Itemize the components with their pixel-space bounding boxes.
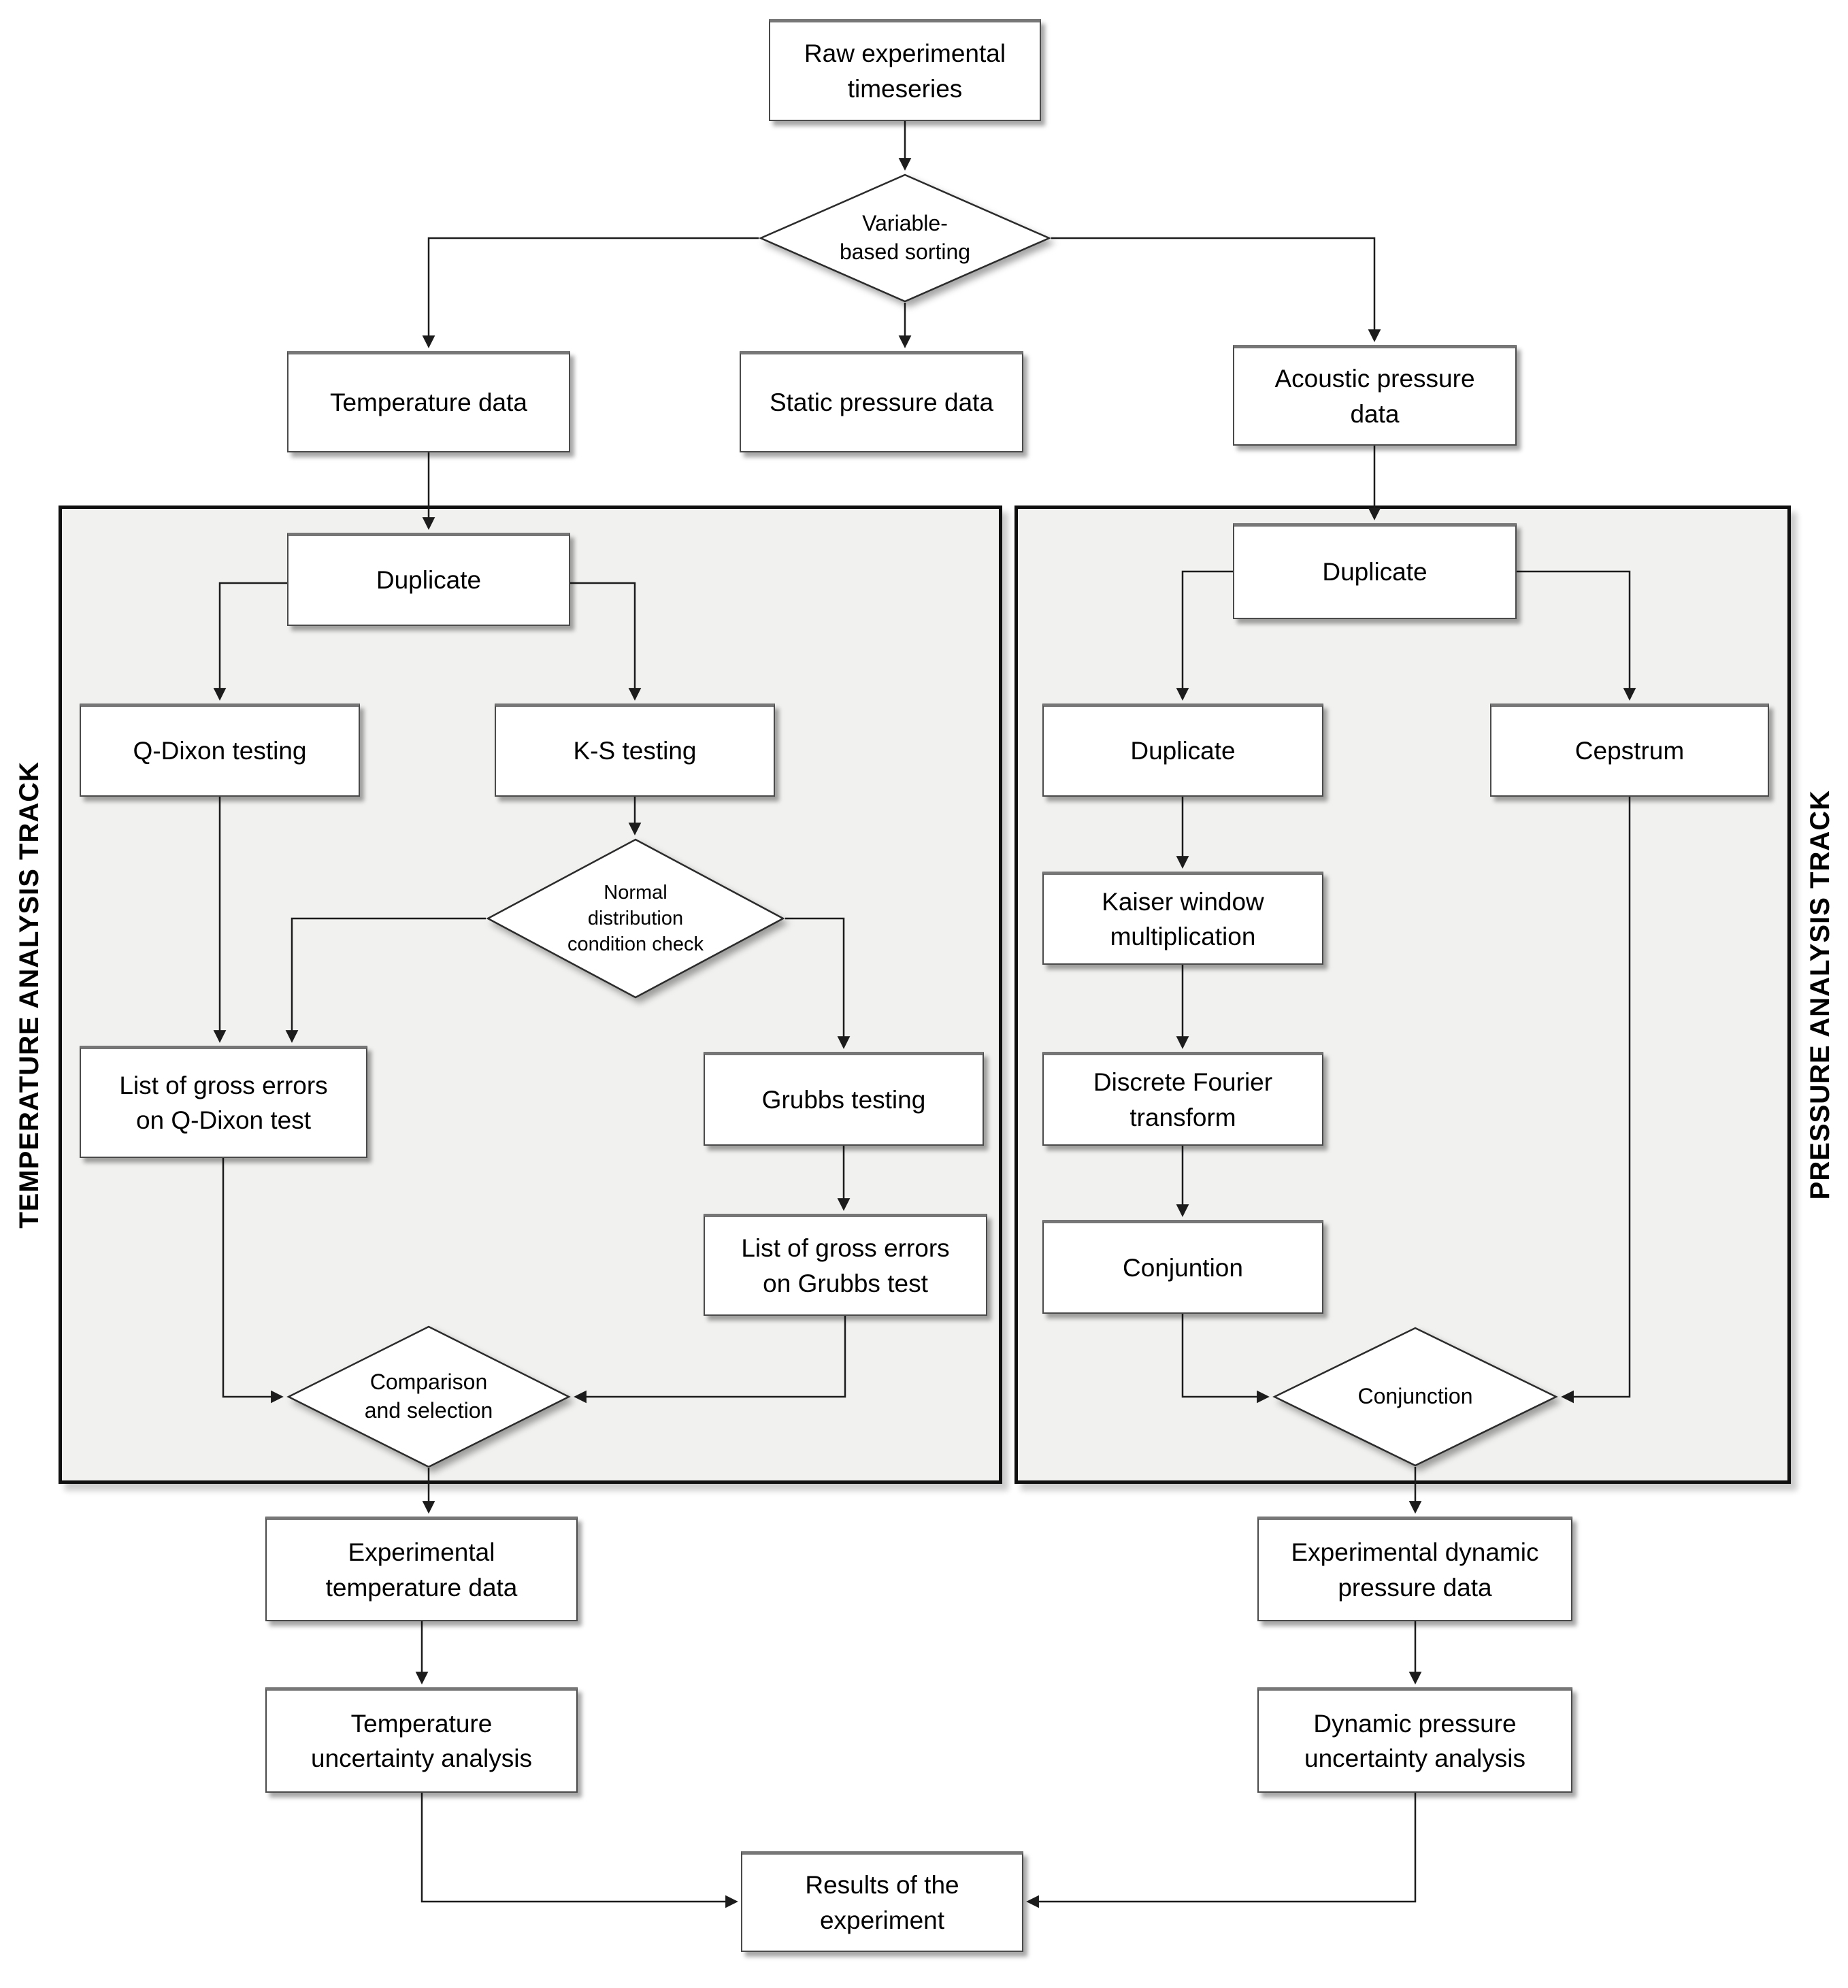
node-static-pressure-data: Static pressure data — [740, 351, 1023, 452]
node-gross-errors-grubbs-label: List of gross errors on Grubbs test — [741, 1234, 950, 1297]
edge-temp-uncertainty-to-results — [420, 1793, 738, 1908]
edge-gross-q-dixon-to-comparison — [222, 1158, 284, 1404]
edge-conjuntion-to-conjunction — [1181, 1314, 1270, 1404]
decision-conjunction: Conjunction — [1272, 1327, 1558, 1467]
node-dynamic-pressure-uncertainty-analysis: Dynamic pressure uncertainty analysis — [1257, 1687, 1572, 1793]
node-gross-errors-q-dixon: List of gross errors on Q-Dixon test — [80, 1046, 367, 1158]
node-temperature-uncertainty-analysis: Temperature uncertainty analysis — [265, 1687, 578, 1793]
decision-conjunction-shape — [1272, 1327, 1558, 1467]
node-acoustic-pressure-data: Acoustic pressure data — [1233, 345, 1517, 446]
decision-variable-based-sorting-label: Variable- based sorting — [839, 211, 971, 264]
edge-cepstrum-to-conjunction — [1561, 797, 1631, 1404]
pressure-track-label: PRESSURE ANALYSIS TRACK — [1794, 506, 1847, 1484]
decision-conjunction-label: Conjunction — [1357, 1384, 1473, 1409]
edge-sorting-to-acoustic-pressure — [1051, 237, 1381, 342]
node-raw-experimental-timeseries: Raw experimental timeseries — [769, 19, 1041, 121]
node-static-pressure-data-label: Static pressure data — [769, 388, 994, 417]
node-dynamic-pressure-uncertainty-analysis-label: Dynamic pressure uncertainty analysis — [1304, 1709, 1525, 1772]
node-conjuntion-label: Conjuntion — [1123, 1253, 1243, 1282]
node-conjuntion: Conjuntion — [1042, 1220, 1323, 1314]
node-grubbs-testing: Grubbs testing — [704, 1052, 984, 1146]
node-grubbs-testing-label: Grubbs testing — [761, 1085, 926, 1114]
node-kaiser-window-multiplication: Kaiser window multiplication — [1042, 872, 1323, 965]
node-results-of-experiment: Results of the experiment — [741, 1851, 1023, 1952]
edge-sorting-to-temperature-data — [422, 237, 759, 348]
node-temperature-uncertainty-analysis-label: Temperature uncertainty analysis — [311, 1709, 532, 1772]
node-q-dixon-testing-label: Q-Dixon testing — [133, 737, 307, 765]
edge-dyn-uncertainty-to-results — [1026, 1793, 1417, 1908]
node-duplicate-temperature-label: Duplicate — [376, 566, 482, 595]
node-duplicate-pressure-2-label: Duplicate — [1130, 737, 1236, 765]
node-temperature-data-label: Temperature data — [329, 388, 527, 417]
node-k-s-testing: K-S testing — [495, 703, 775, 797]
pressure-track-label-text: PRESSURE ANALYSIS TRACK — [1804, 789, 1835, 1200]
decision-normal-distribution-check: Normal distribution condition check — [486, 838, 785, 999]
edge-duplicate-p-to-cepstrum — [1517, 570, 1636, 701]
node-gross-errors-grubbs: List of gross errors on Grubbs test — [704, 1214, 987, 1316]
decision-normal-distribution-check-shape — [486, 838, 785, 999]
edge-duplicate-to-k-s — [570, 582, 642, 701]
edge-normal-check-to-grubbs — [785, 917, 851, 1049]
node-raw-experimental-timeseries-label: Raw experimental timeseries — [804, 39, 1006, 103]
node-duplicate-pressure-label: Duplicate — [1322, 558, 1428, 586]
node-k-s-testing-label: K-S testing — [573, 737, 697, 765]
decision-variable-based-sorting: Variable- based sorting — [758, 173, 1052, 303]
decision-comparison-and-selection-label: Comparison and selection — [364, 1370, 493, 1423]
node-temperature-data: Temperature data — [287, 351, 570, 452]
node-duplicate-temperature: Duplicate — [287, 533, 570, 626]
node-discrete-fourier-transform: Discrete Fourier transform — [1042, 1052, 1323, 1146]
node-cepstrum-label: Cepstrum — [1574, 737, 1685, 765]
decision-normal-distribution-check-label: Normal distribution condition check — [567, 881, 704, 956]
node-experimental-dynamic-pressure-data: Experimental dynamic pressure data — [1257, 1517, 1572, 1621]
edge-duplicate-p-to-duplicate-p2 — [1176, 570, 1233, 701]
edge-gross-grubbs-to-comparison — [574, 1316, 846, 1404]
temperature-track-label: TEMPERATURE ANALYSIS TRACK — [3, 506, 56, 1484]
node-gross-errors-q-dixon-label: List of gross errors on Q-Dixon test — [119, 1071, 328, 1134]
node-experimental-temperature-data-label: Experimental temperature data — [325, 1538, 518, 1602]
edge-normal-check-to-gross-q-dixon — [285, 917, 486, 1043]
node-acoustic-pressure-data-label: Acoustic pressure data — [1274, 365, 1475, 428]
temperature-track-label-text: TEMPERATURE ANALYSIS TRACK — [14, 761, 44, 1229]
node-duplicate-pressure-2: Duplicate — [1042, 703, 1323, 797]
edge-duplicate-to-q-dixon — [213, 582, 287, 701]
node-results-of-experiment-label: Results of the experiment — [805, 1871, 959, 1934]
node-discrete-fourier-transform-label: Discrete Fourier transform — [1093, 1068, 1273, 1131]
node-experimental-temperature-data: Experimental temperature data — [265, 1517, 578, 1621]
node-duplicate-pressure: Duplicate — [1233, 523, 1517, 619]
decision-comparison-and-selection: Comparison and selection — [286, 1325, 571, 1468]
decision-variable-based-sorting-shape — [758, 173, 1052, 303]
decision-comparison-and-selection-shape — [286, 1325, 571, 1468]
node-q-dixon-testing: Q-Dixon testing — [80, 703, 360, 797]
node-experimental-dynamic-pressure-data-label: Experimental dynamic pressure data — [1291, 1538, 1539, 1602]
node-cepstrum: Cepstrum — [1490, 703, 1769, 797]
node-kaiser-window-multiplication-label: Kaiser window multiplication — [1102, 887, 1264, 950]
pressure-analysis-panel — [1014, 506, 1791, 1484]
